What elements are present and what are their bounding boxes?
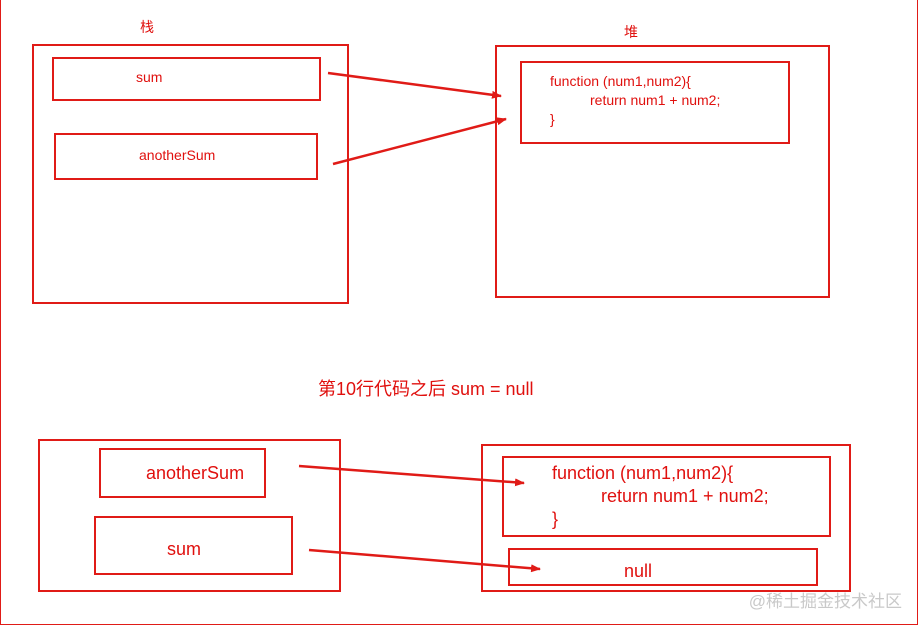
top-heap-box <box>495 45 830 298</box>
bottom-stack-item-sum <box>94 516 293 575</box>
bottom-code-line-2: return num1 + num2; <box>601 486 769 506</box>
heap-label: 堆 <box>624 24 638 40</box>
top-stack-item-anothersum-label: anotherSum <box>139 147 216 163</box>
arrow-top-sum-to-function <box>327 71 502 99</box>
top-stack-item-sum <box>52 57 321 101</box>
watermark: @稀土掘金技术社区 <box>748 592 902 611</box>
bottom-stack-item-anothersum-label: anotherSum <box>146 463 245 483</box>
caption: 第10行代码之后 sum = null <box>318 379 534 399</box>
arrow-top-anothersum-to-function <box>332 117 507 166</box>
arrow-bottom-anothersum-to-function <box>298 464 525 487</box>
top-function-box <box>520 61 790 144</box>
stack-label: 栈 <box>140 19 154 35</box>
bottom-code-line-1: function (num1,num2){ <box>552 463 734 483</box>
bottom-function-box <box>502 456 831 537</box>
top-stack-item-anothersum <box>54 133 318 180</box>
bottom-stack-item-sum-label: sum <box>167 539 202 559</box>
bottom-stack-box <box>38 439 341 592</box>
top-code-line-1: function (num1,num2){ <box>550 73 691 89</box>
top-code-line-3: } <box>550 111 555 127</box>
top-stack-item-sum-label: sum <box>136 69 163 85</box>
top-stack-box <box>32 44 349 304</box>
bottom-stack-item-anothersum <box>99 448 266 498</box>
bottom-null-label: null <box>624 561 653 581</box>
bottom-heap-box <box>481 444 851 592</box>
bottom-code-line-3: } <box>552 509 559 529</box>
top-code-line-2: return num1 + num2; <box>590 92 721 108</box>
arrow-bottom-sum-to-null <box>308 548 541 573</box>
